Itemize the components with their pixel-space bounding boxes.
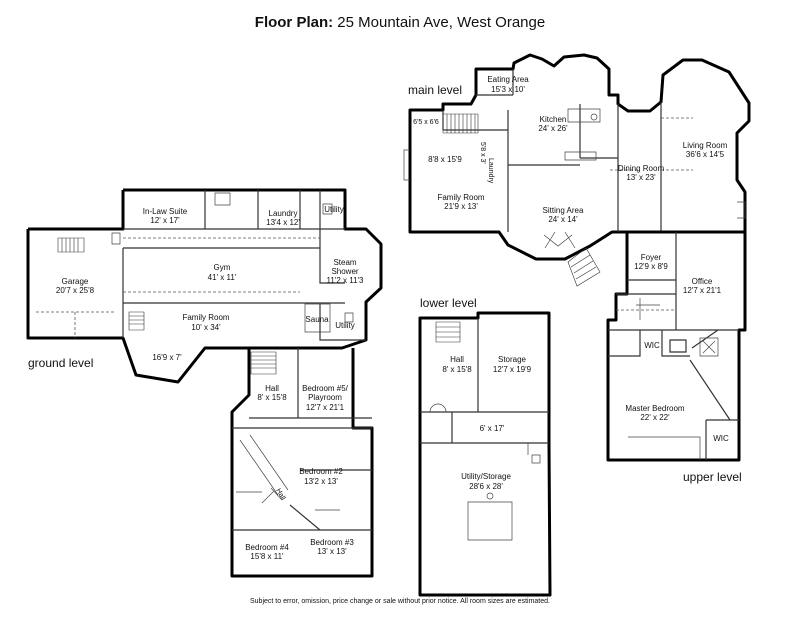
foyer-label: Foyer — [641, 253, 662, 262]
main-laundry-dim: 5'8 x 3' — [479, 142, 486, 164]
small-room-dim: 6'5 x 6'6 — [413, 119, 439, 126]
passage-dim: 6' x 17' — [480, 424, 505, 433]
family-room-main-label: Family Room — [437, 193, 484, 202]
hall-lower-label: Hall — [450, 355, 464, 364]
office-label: Office — [692, 277, 713, 286]
title-address: 25 Mountain Ave, West Orange — [333, 14, 546, 31]
sauna-label: Sauna — [305, 315, 329, 324]
upper-level-label: upper level — [683, 470, 742, 484]
ground-level-plan — [26, 188, 383, 578]
main-level-outline — [408, 53, 751, 261]
nook-dim: 16'9 x 7' — [152, 353, 182, 362]
lower-level-labels: Hall 8' x 15'8 Storage 12'7 x 19'9 6' x … — [442, 355, 531, 491]
storage-label: Storage — [498, 355, 527, 364]
steam-shower-dim: 11'2 x 11'3 — [326, 276, 364, 285]
ground-laundry-dim: 13'4 x 12' — [266, 218, 300, 227]
utility-storage-label: Utility/Storage — [461, 472, 511, 481]
main-level-label: main level — [408, 83, 463, 97]
inlaw-suite-label: In-Law Suite — [143, 207, 188, 216]
main-level-labels: Eating Area 15'3 x 10' Kitchen 24' x 26'… — [413, 75, 727, 224]
garage-label: Garage — [62, 277, 89, 286]
utility-top-label: Utility — [324, 205, 344, 214]
wic-2-label: WIC — [713, 434, 729, 443]
kitchen-label: Kitchen — [540, 115, 567, 124]
kitchen-dim: 24' x 26' — [538, 124, 568, 133]
page-title: Floor Plan: 25 Mountain Ave, West Orange — [0, 14, 800, 31]
eating-area-dim: 15'3 x 10' — [491, 85, 525, 94]
gym-label: Gym — [214, 263, 231, 272]
title-label: Floor Plan: — [254, 14, 334, 31]
upper-level-labels: Foyer 12'9 x 8'9 Office 12'7 x 21'1 WIC … — [625, 253, 729, 443]
foyer-dim: 12'9 x 8'9 — [634, 262, 668, 271]
corridor-dim: 8'8 x 15'9 — [428, 155, 462, 164]
ground-level-labels: In-Law Suite 12' x 17' Laundry 13'4 x 12… — [56, 205, 364, 561]
bedroom-5-label: Bedroom #5/ — [302, 384, 349, 393]
hall-diagonal-label: Hall — [274, 488, 286, 502]
ground-level-outline — [123, 188, 383, 578]
eating-area-label: Eating Area — [487, 75, 529, 84]
bedroom-3-label: Bedroom #3 — [310, 538, 354, 547]
dining-room-label: Dining Room — [618, 164, 665, 173]
family-room-ground-dim: 10' x 34' — [191, 323, 221, 332]
gym-dim: 41' x 11' — [208, 273, 237, 282]
sitting-area-label: Sitting Area — [543, 206, 584, 215]
bedroom-2-label: Bedroom #2 — [299, 467, 343, 476]
utility-storage-dim: 28'6 x 28' — [469, 482, 503, 491]
family-room-main-dim: 21'9 x 13' — [444, 202, 478, 211]
ground-level-label: ground level — [28, 356, 94, 370]
steam-shower-label: Steam — [333, 258, 356, 267]
storage-dim: 12'7 x 19'9 — [493, 365, 532, 374]
bedroom-5-label-2: Playroom — [308, 393, 342, 402]
inlaw-suite-dim: 12' x 17' — [150, 216, 180, 225]
upper-level-plan — [606, 230, 747, 462]
bedroom-5-dim: 12'7 x 21'1 — [306, 403, 345, 412]
bedroom-4-label: Bedroom #4 — [245, 543, 289, 552]
main-laundry-label: Laundry — [487, 158, 494, 184]
lower-level-plan — [418, 311, 552, 597]
living-room-dim: 36'6 x 14'5 — [686, 150, 725, 159]
living-room-label: Living Room — [683, 141, 728, 150]
hall-lower-dim: 8' x 15'8 — [442, 365, 472, 374]
garage-dim: 20'7 x 25'8 — [56, 286, 95, 295]
steam-shower-label-2: Shower — [331, 267, 358, 276]
office-dim: 12'7 x 21'1 — [683, 286, 722, 295]
ground-laundry-label: Laundry — [269, 209, 298, 218]
utility-ground-label: Utility — [335, 321, 355, 330]
wic-1-label: WIC — [644, 341, 660, 350]
lower-level-outline — [418, 311, 552, 597]
bedroom-2-dim: 13'2 x 13' — [304, 477, 338, 486]
bedroom-3-dim: 13' x 13' — [317, 547, 347, 556]
master-bedroom-dim: 22' x 22' — [640, 413, 670, 422]
sitting-area-dim: 24' x 14' — [548, 215, 578, 224]
bedroom-4-dim: 15'8 x 11' — [250, 552, 284, 561]
dining-room-dim: 13' x 23' — [626, 173, 656, 182]
lower-level-label: lower level — [420, 296, 477, 310]
hall-ground-dim: 8' x 15'8 — [257, 393, 287, 402]
family-room-ground-label: Family Room — [182, 313, 229, 322]
disclaimer-footer: Subject to error, omission, price change… — [250, 598, 550, 605]
main-level-plan — [403, 53, 751, 287]
master-bedroom-label: Master Bedroom — [625, 404, 684, 413]
hall-ground-label: Hall — [265, 384, 279, 393]
